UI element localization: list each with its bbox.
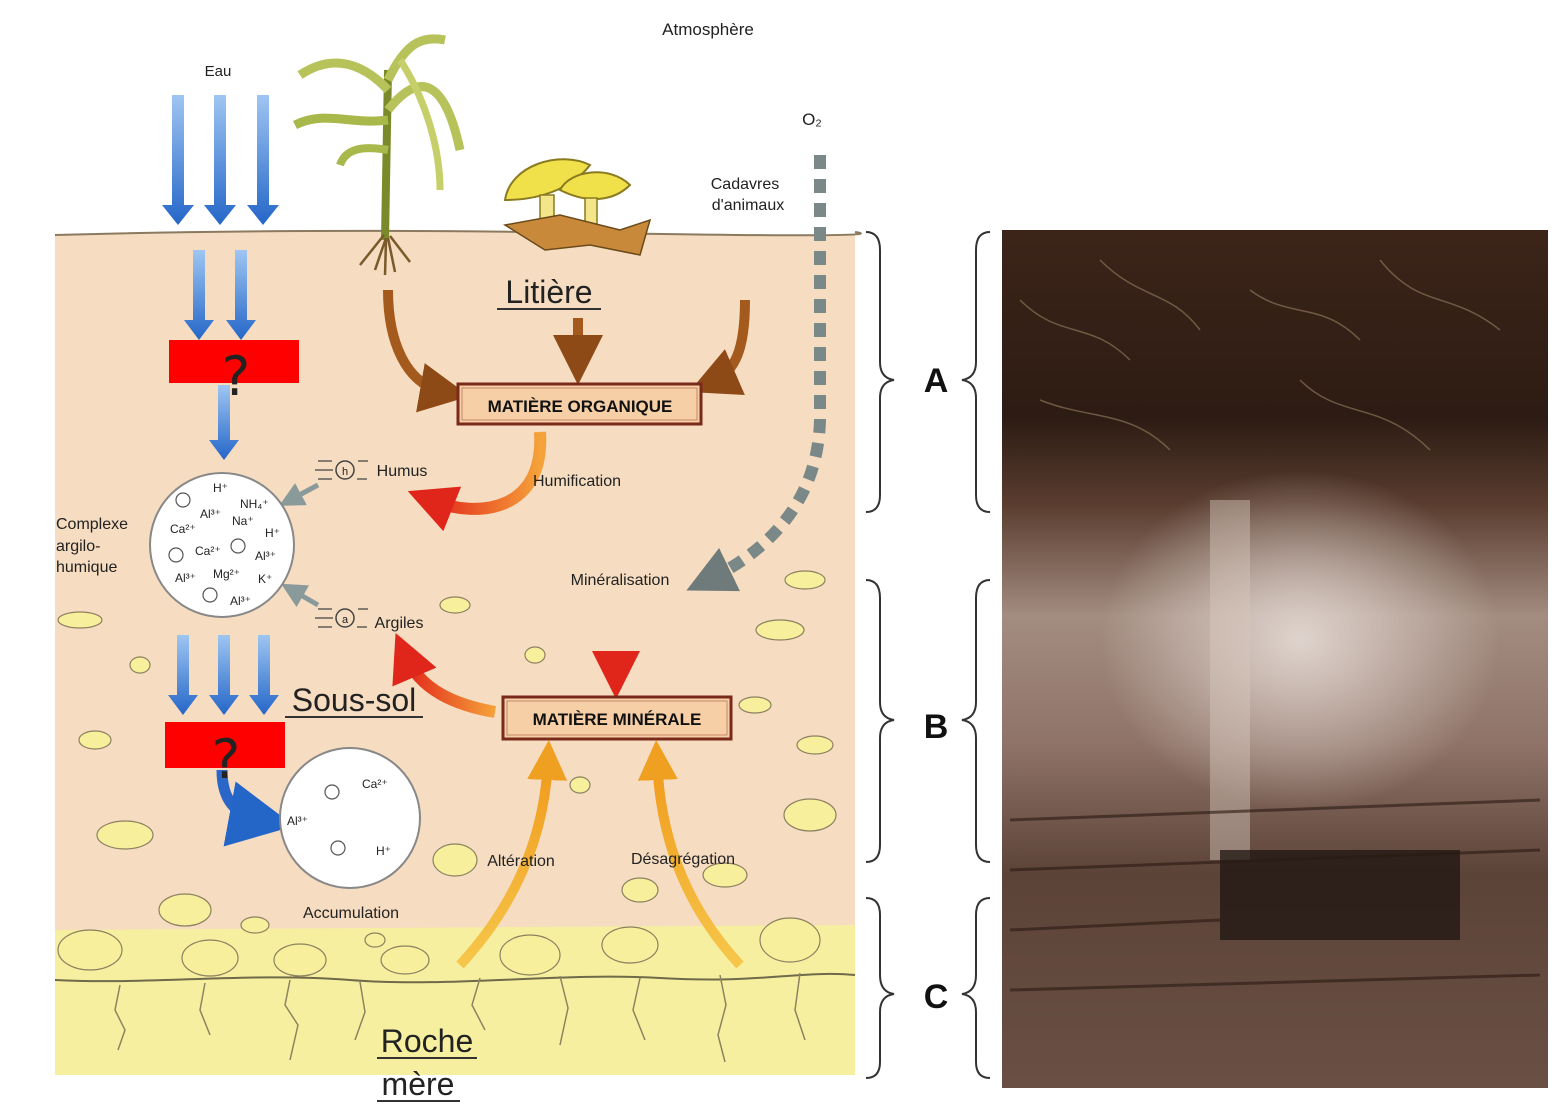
subsoil-label: Sous-sol [292, 682, 417, 718]
mushroom-icon [502, 158, 652, 256]
disaggregation-arrow [637, 740, 744, 969]
svg-text:Na⁺: Na⁺ [232, 514, 254, 528]
complex-label-1: Complexe [56, 516, 128, 533]
weathering-arrow [456, 740, 568, 969]
horizon-braces-right [961, 231, 991, 1079]
svg-text:a: a [342, 614, 349, 626]
animal-remains-label-1: Cadavres [711, 176, 779, 193]
humus-to-complex-arrow [278, 482, 320, 506]
water-arrows-subsoil [168, 635, 279, 715]
mineral-to-clays-arrow [392, 632, 497, 718]
svg-text:H⁺: H⁺ [265, 526, 280, 540]
complex-label-3: humique [56, 559, 117, 576]
svg-text:Al³⁺: Al³⁺ [255, 549, 276, 563]
svg-text:MATIÈRE ORGANIQUE: MATIÈRE ORGANIQUE [488, 397, 673, 416]
disaggregation-label: Désagrégation [631, 851, 735, 868]
svg-text:Ca²⁺: Ca²⁺ [195, 544, 221, 558]
svg-text:h: h [342, 466, 348, 478]
litter-label: Litière [505, 274, 592, 310]
question-box-1: ? [169, 340, 299, 408]
water-arrow-accumulation [216, 769, 295, 847]
question-box-2: ? [165, 722, 285, 791]
humus-label: Humus [377, 463, 428, 480]
bedrock-layer [54, 925, 856, 1075]
humification-label: Humification [533, 473, 621, 490]
svg-text:Mg²⁺: Mg²⁺ [213, 567, 240, 581]
organic-matter-box: MATIÈRE ORGANIQUE [456, 382, 703, 426]
svg-text:Ca²⁺: Ca²⁺ [362, 777, 388, 791]
organic-inputs-arrows [383, 289, 750, 413]
svg-text:H⁺: H⁺ [213, 481, 228, 495]
svg-text:MATIÈRE MINÉRALE: MATIÈRE MINÉRALE [533, 710, 702, 729]
humification-arrow [407, 431, 547, 532]
soil-pebbles [57, 570, 837, 977]
svg-text:H⁺: H⁺ [376, 844, 391, 858]
clays-label: Argiles [375, 615, 424, 632]
svg-text:Ca²⁺: Ca²⁺ [170, 522, 196, 536]
animal-remains-label-2: d'animaux [712, 197, 784, 214]
svg-text:Al³⁺: Al³⁺ [200, 507, 221, 521]
svg-text:?: ? [222, 345, 251, 408]
accumulation-circle: Ca²⁺ Al³⁺ H⁺ [279, 747, 421, 889]
clay-to-complex-arrow [281, 583, 320, 608]
oxygen-label: O₂ [802, 110, 822, 129]
bedrock-label-2: mère [382, 1066, 455, 1102]
bedrock-label-1: Roche [381, 1023, 474, 1059]
water-arrows-surface [162, 95, 279, 225]
horizon-b-label: B [924, 708, 949, 746]
horizon-c-label: C [924, 978, 949, 1016]
svg-text:Al³⁺: Al³⁺ [175, 571, 196, 585]
water-arrows-topsoil [184, 250, 256, 460]
svg-text:Al³⁺: Al³⁺ [287, 814, 308, 828]
horizon-a-label: A [924, 362, 949, 400]
accumulation-label: Accumulation [303, 905, 399, 922]
water-label: Eau [205, 63, 232, 80]
weathering-label: Altération [487, 853, 555, 870]
mineralisation-label: Minéralisation [571, 572, 670, 589]
clay-humus-complex-circle: H⁺ NH₄⁺ Al³⁺ Ca²⁺ Na⁺ H⁺ Ca²⁺ Al³⁺ Al³⁺ … [149, 472, 295, 618]
plant-illustration [292, 34, 465, 276]
humus-icon: h [315, 460, 368, 480]
atmosphere-label: Atmosphère [662, 20, 754, 39]
horizon-braces-left [865, 231, 895, 1079]
svg-text:K⁺: K⁺ [258, 572, 272, 586]
soil-profile-photo [1002, 230, 1548, 1088]
clay-icon: a [315, 608, 368, 628]
svg-text:?: ? [212, 728, 241, 791]
oxygen-dashed-arrow [686, 155, 826, 592]
complex-label-2: argilo- [56, 538, 100, 555]
svg-text:NH₄⁺: NH₄⁺ [240, 497, 269, 511]
mineral-matter-box: MATIÈRE MINÉRALE [501, 695, 733, 741]
svg-text:Al³⁺: Al³⁺ [230, 594, 251, 608]
